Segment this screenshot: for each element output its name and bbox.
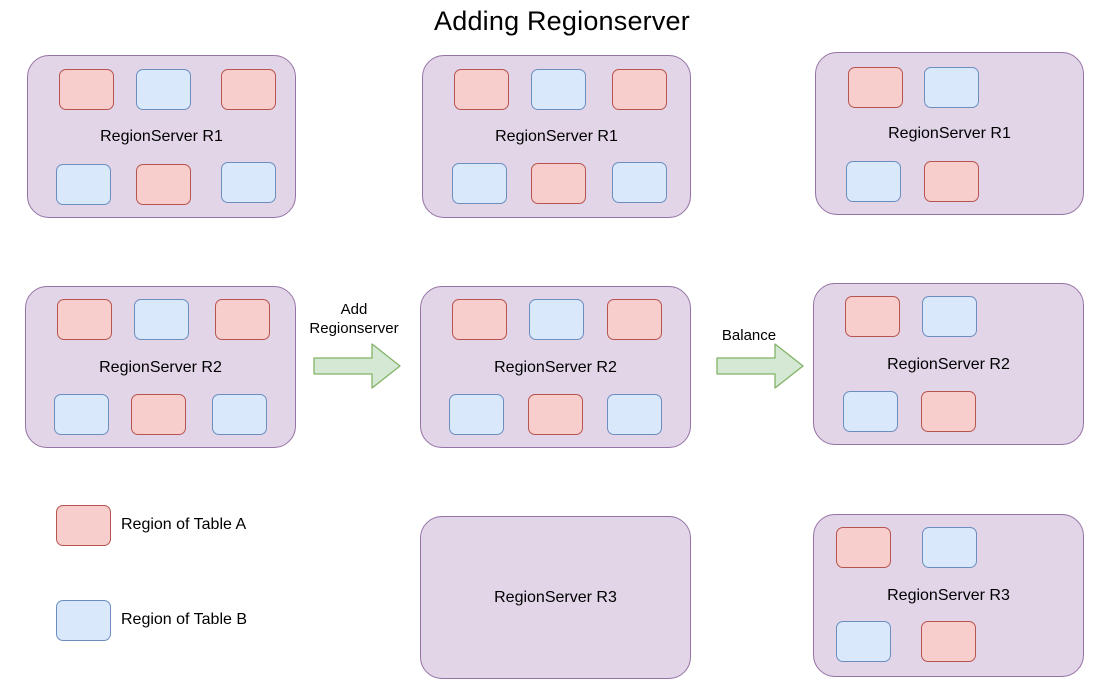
- region-table-b: [607, 394, 662, 435]
- server-r1-balanced: RegionServer R1: [815, 52, 1084, 215]
- region-table-b: [529, 299, 584, 340]
- server-label: RegionServer R3: [887, 587, 1010, 604]
- region-table-a: [921, 391, 976, 432]
- region-table-b: [452, 163, 507, 204]
- region-table-b: [449, 394, 504, 435]
- right-arrow-icon: [313, 343, 401, 389]
- region-table-a: [528, 394, 583, 435]
- region-table-b: [612, 162, 667, 203]
- add-label-line1: Add: [340, 301, 368, 318]
- region-table-b: [54, 394, 109, 435]
- right-arrow-icon: [716, 343, 804, 389]
- server-label: RegionServer R2: [887, 356, 1010, 373]
- region-table-b: [836, 621, 891, 662]
- server-r1-after-add: RegionServer R1: [422, 55, 691, 218]
- server-label: RegionServer R1: [888, 125, 1011, 142]
- region-table-b: [843, 391, 898, 432]
- server-label: RegionServer R3: [494, 589, 617, 606]
- region-table-a: [607, 299, 662, 340]
- server-r3-balanced: RegionServer R3: [813, 514, 1084, 677]
- region-table-b: [922, 296, 977, 337]
- region-table-a: [131, 394, 186, 435]
- region-table-b: [212, 394, 267, 435]
- region-table-a: [845, 296, 900, 337]
- server-r2-balanced: RegionServer R2: [813, 283, 1084, 445]
- region-table-a: [924, 161, 979, 202]
- server-r1-initial: RegionServer R1: [27, 55, 296, 218]
- server-label: RegionServer R1: [495, 128, 618, 145]
- region-table-a: [221, 69, 276, 110]
- server-r3-after-add: RegionServer R3: [420, 516, 691, 679]
- region-table-a: [848, 67, 903, 108]
- diagram-title: Adding Regionserver: [434, 6, 690, 36]
- region-table-a: [57, 299, 112, 340]
- region-table-a: [921, 621, 976, 662]
- region-table-a: [215, 299, 270, 340]
- server-r2-after-add: RegionServer R2: [420, 286, 691, 448]
- server-label: RegionServer R2: [494, 359, 617, 376]
- legend-label-table-b: Region of Table B: [121, 611, 248, 628]
- region-table-b: [221, 162, 276, 203]
- region-table-b: [531, 69, 586, 110]
- region-table-a: [136, 164, 191, 205]
- region-table-b: [136, 69, 191, 110]
- region-table-a: [59, 69, 114, 110]
- region-table-b: [134, 299, 189, 340]
- balance-label: Balance: [721, 327, 777, 344]
- region-table-a: [612, 69, 667, 110]
- legend-swatch-table-b: [56, 600, 111, 641]
- region-table-b: [922, 527, 977, 568]
- region-table-b: [924, 67, 979, 108]
- legend-swatch-table-a: [56, 505, 111, 546]
- server-label: RegionServer R1: [100, 128, 223, 145]
- server-label: RegionServer R2: [99, 359, 222, 376]
- region-table-a: [531, 163, 586, 204]
- region-table-a: [452, 299, 507, 340]
- legend-label-table-a: Region of Table A: [121, 516, 247, 533]
- server-r2-initial: RegionServer R2: [25, 286, 296, 448]
- region-table-a: [454, 69, 509, 110]
- region-table-b: [846, 161, 901, 202]
- region-table-a: [836, 527, 891, 568]
- add-label-line2: Regionserver: [309, 320, 399, 337]
- region-table-b: [56, 164, 111, 205]
- add-regionserver-label: Add Regionserver: [303, 300, 405, 338]
